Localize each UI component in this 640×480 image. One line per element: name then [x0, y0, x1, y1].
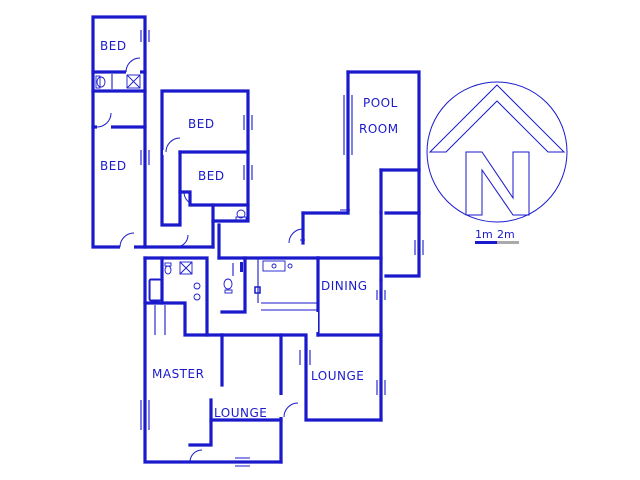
room-label-bed-1: BED	[100, 39, 127, 53]
toilet-icon	[235, 209, 247, 221]
room-label-pool: POOL	[363, 96, 398, 110]
sink-icon	[262, 260, 293, 272]
scale-bar: 1m 2m	[475, 228, 519, 244]
pool-room	[343, 70, 424, 278]
scale-label-2m: 2m	[497, 228, 515, 241]
master-wing	[140, 256, 283, 467]
basin-icon	[193, 282, 201, 301]
toilet-icon	[95, 75, 106, 89]
room-label-bed-2: BED	[100, 159, 127, 173]
scale-label-1m: 1m	[475, 228, 493, 241]
room-label-bed-3: BED	[188, 117, 215, 131]
central-area	[143, 209, 383, 314]
room-label-room: ROOM	[359, 122, 399, 136]
toilet-icon	[223, 278, 233, 294]
room-label-dining: DINING	[321, 279, 368, 293]
shower-icon	[126, 74, 141, 89]
room-label-master: MASTER	[152, 367, 204, 381]
bathtub-icon	[148, 278, 162, 302]
small-lounge	[209, 333, 299, 464]
room-label-bed-4: BED	[198, 169, 225, 183]
main-lounge	[279, 333, 386, 422]
north-arrow-icon	[426, 81, 568, 223]
room-label-lounge-small: LOUNGE	[214, 406, 267, 420]
toilet-icon	[164, 262, 172, 275]
shower-icon	[179, 261, 193, 275]
room-label-lounge-main: LOUNGE	[311, 369, 364, 383]
dining-room	[308, 256, 386, 422]
middle-bedroom-block	[160, 89, 253, 227]
